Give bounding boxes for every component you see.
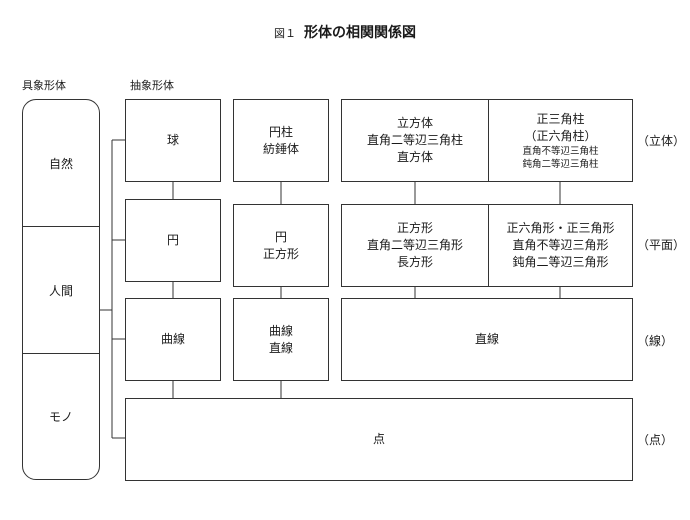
box-text: （正六角柱） [524, 128, 597, 143]
box-text: 点 [372, 432, 385, 446]
concrete-forms-column: 自然 人間 モノ [22, 99, 100, 480]
box-text-small: 直角不等辺三角柱 [522, 145, 599, 157]
concrete-nature: 自然 [48, 156, 73, 171]
box-text: 正六角形・正三角形 [506, 221, 615, 235]
point-box: 点 [125, 398, 633, 481]
box-text: 正三角柱 [536, 111, 585, 126]
figure-number: 図１ [274, 27, 296, 40]
header-concrete: 具象形体 [22, 79, 66, 92]
box-text: 直方体 [396, 150, 433, 164]
box-text-small: 鈍角二等辺三角柱 [522, 158, 599, 170]
box-text: 円 [274, 229, 287, 244]
box-text: 円柱 [268, 124, 293, 139]
box-text: 曲線 [160, 332, 185, 346]
plane-straight-box: 正方形 直角二等辺三角形 長方形 正六角形・正三角形 直角不等辺三角形 鈍角二等… [341, 204, 633, 287]
divider [23, 353, 99, 354]
line-straight-box: 直線 [341, 298, 633, 381]
plane-curved-box: 円 [125, 199, 221, 282]
solid-mixed-box: 円柱 紡錘体 [233, 99, 329, 182]
solid-curved-box: 球 [125, 99, 221, 182]
row-label-point: （点） [637, 433, 674, 447]
solid-straight-right: 正三角柱 （正六角柱） 直角不等辺三角柱 鈍角二等辺三角柱 [489, 100, 632, 181]
divider [23, 226, 99, 227]
box-text: 円 [166, 233, 179, 247]
box-text: 直角不等辺三角形 [512, 238, 609, 252]
box-text: 直角二等辺三角柱 [366, 133, 463, 147]
solid-straight-box: 立方体 直角二等辺三角柱 直方体 正三角柱 （正六角柱） 直角不等辺三角柱 鈍角… [341, 99, 633, 182]
box-text: 正方形 [262, 246, 299, 261]
box-text: 曲線 [268, 323, 293, 338]
concrete-human: 人間 [48, 283, 73, 298]
box-text: 直線 [268, 340, 293, 355]
box-text: 鈍角二等辺三角形 [512, 255, 609, 269]
row-label-plane: （平面） [637, 238, 686, 252]
figure-title-text: 形体の相関関係図 [304, 25, 416, 41]
row-label-solid: （立体） [637, 134, 686, 148]
header-abstract: 抽象形体 [130, 79, 174, 92]
concrete-object: モノ [48, 410, 73, 424]
box-text: 直角二等辺三角形 [366, 238, 463, 252]
box-text: 立方体 [396, 116, 433, 130]
box-text: 直線 [474, 332, 499, 346]
line-curved-box: 曲線 [125, 298, 221, 381]
box-text: 正方形 [396, 221, 433, 235]
plane-straight-right: 正六角形・正三角形 直角不等辺三角形 鈍角二等辺三角形 [489, 205, 632, 286]
solid-straight-left: 立方体 直角二等辺三角柱 直方体 [342, 100, 489, 181]
figure-title: 図１ 形体の相関関係図 [0, 22, 690, 42]
box-text: 長方形 [396, 255, 433, 269]
plane-straight-left: 正方形 直角二等辺三角形 長方形 [342, 205, 489, 286]
plane-mixed-box: 円 正方形 [233, 204, 329, 287]
line-mixed-box: 曲線 直線 [233, 298, 329, 381]
box-text: 球 [166, 133, 179, 147]
box-text: 紡錘体 [262, 141, 299, 156]
row-label-line: （線） [637, 334, 674, 348]
